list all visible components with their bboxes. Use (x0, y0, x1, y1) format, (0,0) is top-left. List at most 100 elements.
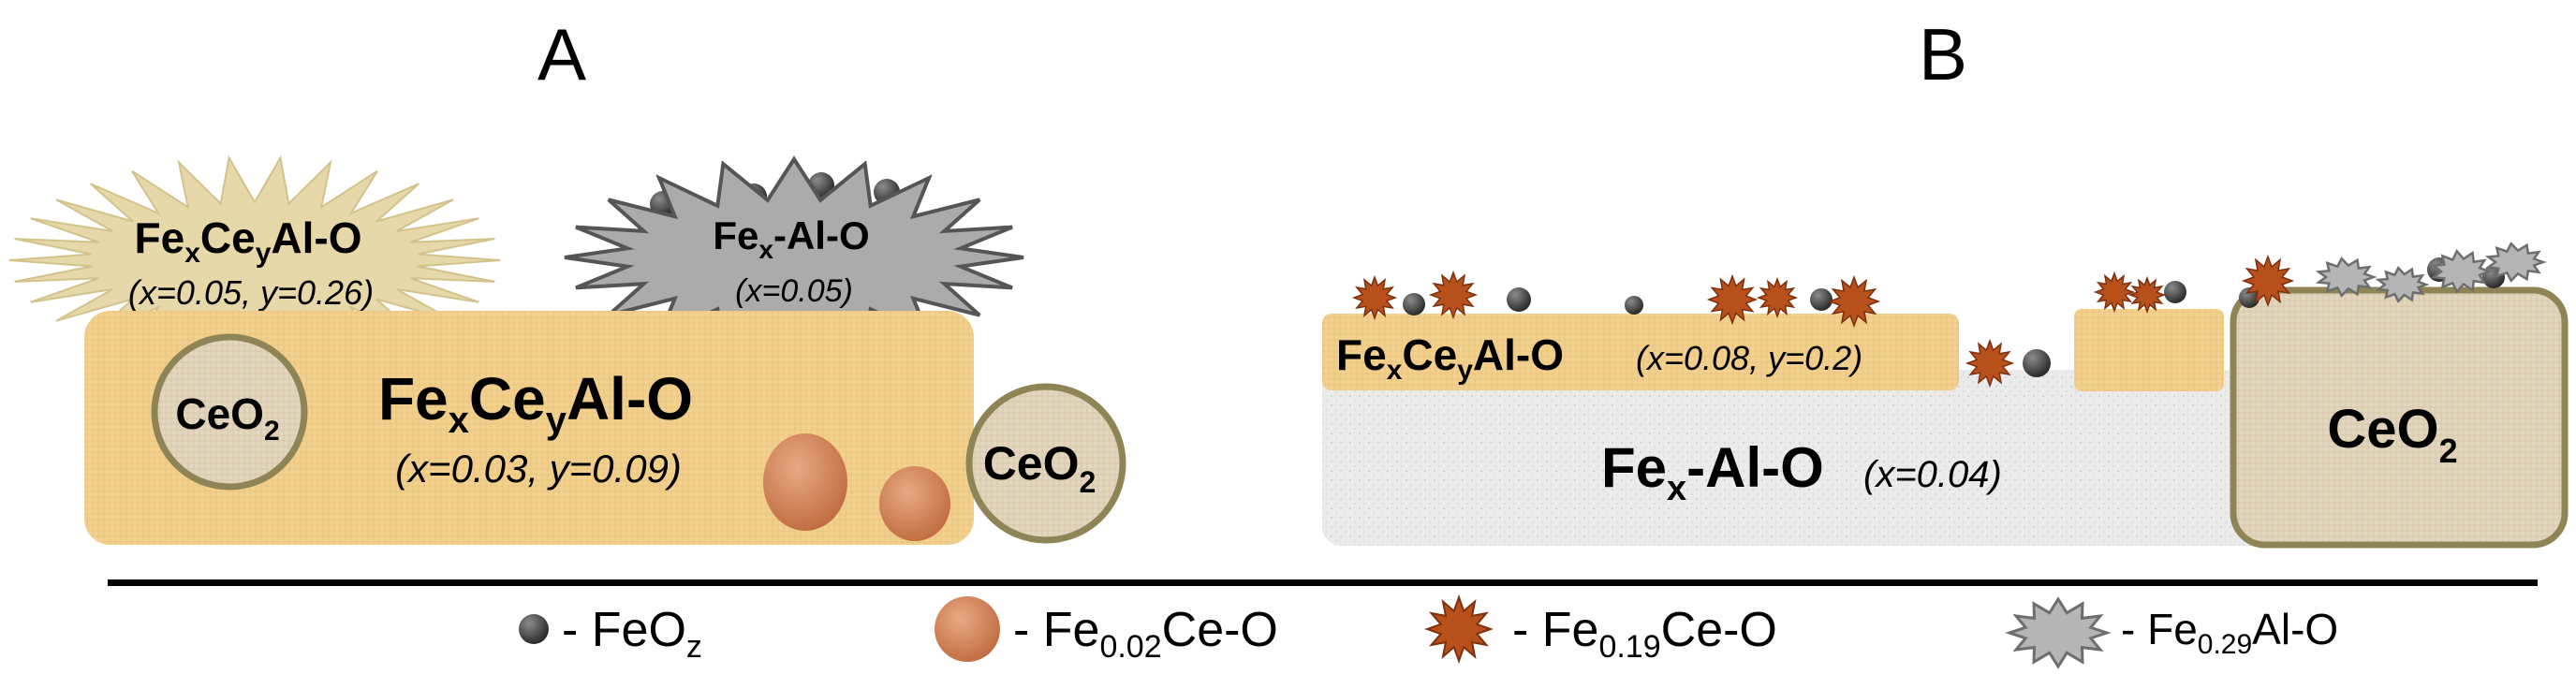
slab-b-sub-y: y (1457, 355, 1473, 386)
copper-particle-icon (935, 596, 1000, 662)
legend-feoz-text: - FeOz (562, 603, 702, 665)
fe019ceo-star (1351, 274, 1398, 321)
burst-tan-params: (x=0.05, y=0.26) (128, 273, 374, 312)
legend-feoz-prefix: - FeO (562, 603, 686, 657)
fe029alo-burst (2484, 242, 2547, 283)
fe019ceo-star (2127, 275, 2167, 315)
ceo2-inner-base: CeO (175, 389, 264, 438)
burst-gray-fe: Fe (713, 213, 758, 257)
fe019ceo-star (1827, 274, 1881, 329)
fe019ceo-star (1428, 270, 1479, 320)
slab-a-name: FexCeyAl-O (378, 365, 693, 441)
support-alo: -Al-O (1686, 436, 1824, 499)
slab-b-params: (x=0.08, y=0.2) (1636, 339, 1862, 377)
legend: - FeOz - Fe0.02Ce-O - Fe0.19Ce-O - Fe0.2… (519, 594, 2338, 669)
feoz-sphere (1507, 287, 1531, 312)
dark-sphere-icon (519, 614, 549, 644)
burst-gray-alo: -Al-O (773, 213, 870, 257)
surface-species-b (1351, 242, 2547, 388)
feoz-sphere (1810, 288, 1833, 311)
ceo2-particle-inner (151, 333, 308, 491)
legend-fe029-text: - Fe0.29Al-O (2121, 605, 2338, 660)
legend-fe019-prefix: - Fe (1512, 603, 1598, 657)
slab-b-ce: Ce (1402, 330, 1457, 379)
burst-gray-params: (x=0.05) (735, 273, 853, 309)
fe029alo-burst (2375, 266, 2430, 303)
fexceyalo-slab-b: FexCeyAl-O (x=0.08, y=0.2) (1322, 314, 1959, 390)
gray-burst-icon (2005, 596, 2112, 669)
legend-fe002-text: - Fe0.02Ce-O (1013, 603, 1278, 665)
fe002ceo-particle (879, 466, 950, 541)
fe029alo-burst (2431, 248, 2493, 295)
feoz-sphere (2023, 349, 2051, 377)
slab-a-sub-x: x (449, 400, 469, 441)
slab-b-fe: Fe (1336, 330, 1387, 379)
slab-a-ce: Ce (469, 365, 546, 432)
legend-fe019-sub: 0.19 (1598, 629, 1660, 665)
ceo2-outer-sub: 2 (1080, 465, 1097, 499)
fexalo-burst-a: Fex-Al-O (x=0.05) (564, 155, 1024, 359)
legend-fe002-prefix: - Fe (1013, 603, 1099, 657)
support-fe: Fe (1601, 436, 1667, 499)
ceo2-block-label: CeO2 (2327, 399, 2457, 470)
slab-b-body (1322, 314, 1959, 390)
legend-fe019-text: - Fe0.19Ce-O (1512, 603, 1777, 665)
burst-tan-sub-y: y (256, 238, 272, 269)
feoz-sphere (1625, 296, 1643, 315)
feoz-sphere (1403, 293, 1425, 315)
burst-gray-sub-x: x (758, 235, 773, 264)
slab-b-sub-x: x (1387, 355, 1403, 386)
ceo2-outer-label: CeO2 (983, 437, 1097, 499)
legend-feoz-sub: z (686, 629, 702, 665)
small-slab-block (2074, 309, 2224, 391)
fe029alo-burst (2315, 257, 2377, 298)
slab-a-sub-y: y (546, 400, 567, 441)
legend-fe029-sub: 0.29 (2198, 629, 2252, 660)
ceo2-inner-sub: 2 (264, 416, 280, 447)
feoz-sphere (2164, 281, 2186, 303)
ceo2-block-base: CeO (2327, 399, 2438, 460)
burst-tan-fe: Fe (135, 213, 185, 262)
fe019ceo-star (1706, 273, 1759, 326)
ceo2-outer-base: CeO (983, 437, 1080, 490)
slab-a-fe: Fe (378, 365, 449, 432)
ceo2-particle-outer: CeO2 (965, 383, 1126, 544)
legend-fe019-suffix: Ce-O (1661, 603, 1777, 657)
fe019ceo-star (1965, 338, 2015, 388)
divider-line (108, 579, 2538, 586)
burst-tan-alo: Al-O (271, 213, 361, 262)
fexceyalo-slab-a: CeO2 FexCeyAl-O (x=0.03, y=0.09) (84, 311, 974, 545)
slab-b-name: FexCeyAl-O (1336, 330, 1564, 386)
legend-item-fe019ceo: - Fe0.19Ce-O (1424, 594, 1777, 665)
slab-b-alo: Al-O (1473, 330, 1564, 379)
legend-item-fe002ceo: - Fe0.02Ce-O (935, 596, 1278, 665)
feoz-sphere (2239, 287, 2260, 308)
ceo2-block-b: CeO2 (2230, 286, 2569, 549)
fe019ceo-star (2093, 271, 2136, 314)
ceo2-inner-label: CeO2 (175, 389, 279, 447)
burst-gray-name: Fex-Al-O (713, 213, 869, 264)
support-sub-x: x (1667, 469, 1686, 508)
legend-fe002-suffix: Ce-O (1162, 603, 1278, 657)
orange-star-icon (1424, 594, 1494, 664)
support-name: Fex-Al-O (1601, 436, 1824, 508)
legend-item-feoz: - FeOz (519, 603, 702, 665)
fexalo-support-b: Fex-Al-O (x=0.04) (1322, 370, 2268, 546)
panel-a-label: A (537, 13, 586, 95)
slab-a-alo: Al-O (567, 365, 693, 432)
burst-tan-ce: Ce (200, 213, 256, 262)
slab-a-body (84, 311, 974, 545)
legend-fe002-sub: 0.02 (1099, 629, 1161, 665)
legend-fe029-suffix: Al-O (2252, 605, 2338, 653)
legend-item-fe029alo: - Fe0.29Al-O (2005, 596, 2338, 669)
ceo2-outer-circle (965, 383, 1126, 544)
burst-tan-name: FexCeyAl-O (135, 213, 362, 269)
fe019ceo-star (2241, 254, 2295, 308)
burst-tan-sub-x: x (184, 238, 200, 269)
fe002ceo-particle (763, 433, 847, 531)
support-body (1322, 370, 2268, 546)
support-params: (x=0.04) (1863, 454, 2002, 495)
panel-b-label: B (1919, 13, 1967, 95)
ceo2-block-sub: 2 (2439, 432, 2458, 470)
fe019ceo-star (1756, 276, 1799, 319)
